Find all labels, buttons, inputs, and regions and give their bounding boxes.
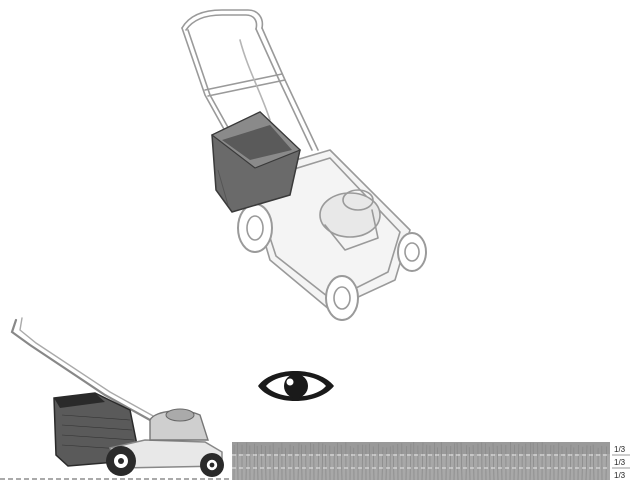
grass-icon xyxy=(232,442,610,480)
eye-icon xyxy=(258,371,334,401)
fraction-label-top: 1/3 xyxy=(614,445,626,454)
fraction-labels: 1/3 1/3 1/3 xyxy=(612,445,630,480)
lawn-mower-side-icon xyxy=(12,318,224,477)
fraction-label-middle: 1/3 xyxy=(614,458,626,467)
fraction-label-bottom: 1/3 xyxy=(614,471,626,480)
